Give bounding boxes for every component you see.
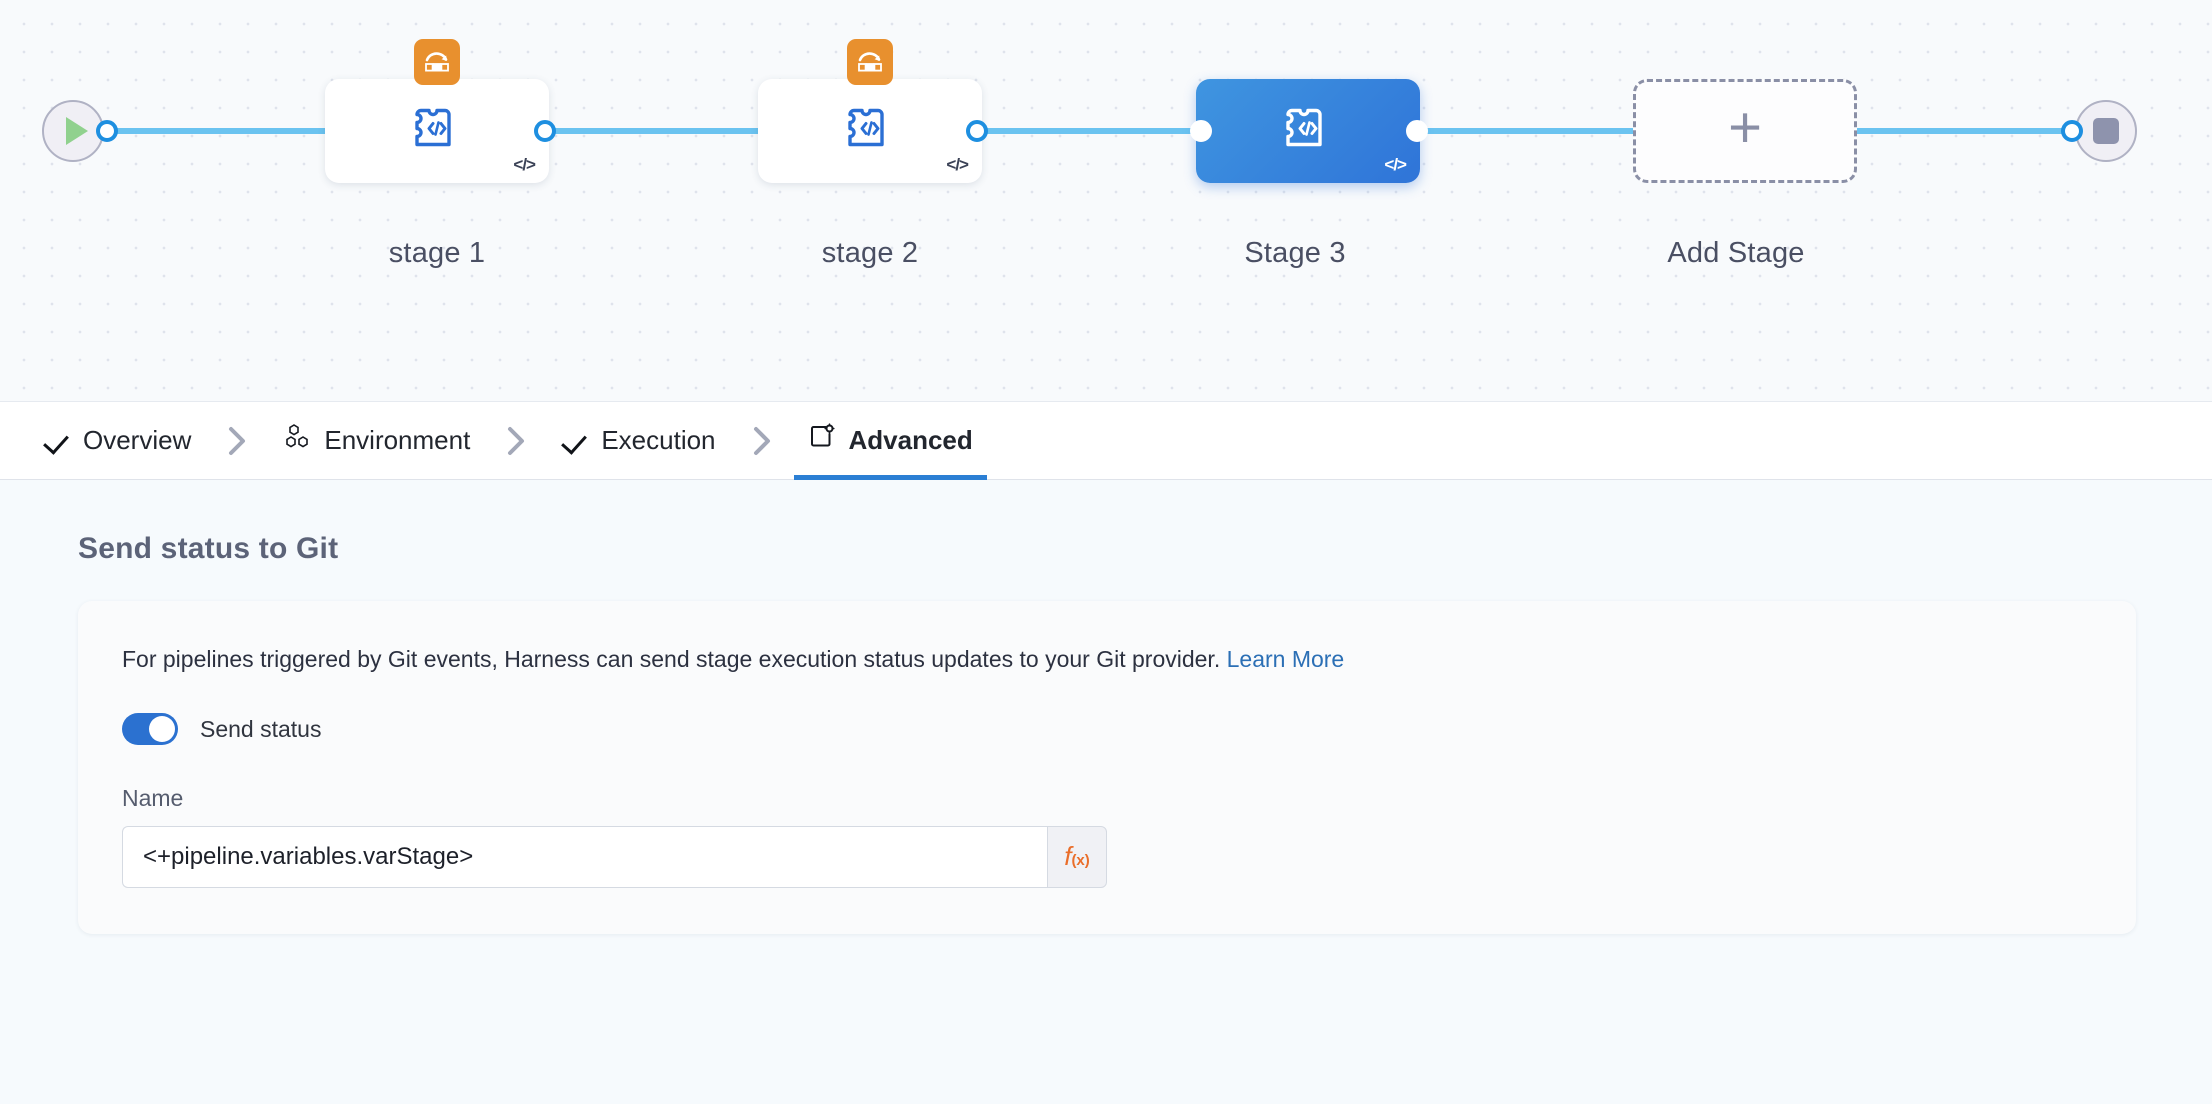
expression-fx-button[interactable]: f(x) — [1047, 826, 1107, 889]
stage-label-3: Stage 3 — [1244, 237, 1346, 269]
code-icon: </> — [946, 155, 969, 174]
tab-environment-label: Environment — [324, 425, 471, 455]
tab-execution-label: Execution — [601, 425, 716, 455]
add-stage-button[interactable]: + — [1633, 79, 1857, 183]
tab-overview-label: Overview — [83, 425, 192, 455]
stage-node-3[interactable]: </> — [1196, 79, 1420, 183]
page-title: Send status to Git — [78, 532, 339, 565]
name-field-label: Name — [122, 785, 184, 812]
add-stage-label: Add Stage — [1667, 237, 1805, 269]
puzzle-code-icon — [842, 101, 898, 162]
connector-stage3-to-addstage — [1405, 128, 1640, 134]
rollback-icon — [414, 39, 460, 85]
code-icon: </> — [1384, 155, 1407, 174]
check-icon — [562, 428, 588, 454]
connector-start-to-stage1 — [100, 128, 330, 134]
rollback-icon — [847, 39, 893, 85]
tab-advanced[interactable]: Advanced — [793, 402, 988, 480]
chevron-right-icon — [730, 424, 794, 458]
puzzle-code-icon — [1280, 101, 1336, 162]
stage-3-output-port[interactable] — [1406, 120, 1428, 142]
plus-icon: + — [1728, 95, 1762, 160]
send-status-toggle-row: Send status — [122, 713, 2092, 746]
chevron-right-icon — [205, 424, 269, 458]
pipeline-start-node[interactable] — [42, 100, 104, 162]
send-status-toggle-label: Send status — [200, 715, 322, 742]
learn-more-link[interactable]: Learn More — [1226, 646, 1345, 672]
stage-2-output-port[interactable] — [966, 120, 988, 142]
check-icon — [44, 428, 70, 454]
connector-addstage-to-end — [1845, 128, 2080, 134]
connector-stage1-to-stage2 — [545, 128, 775, 134]
send-status-card: For pipelines triggered by Git events, H… — [78, 601, 2136, 934]
square-gear-icon — [808, 423, 836, 458]
helper-text: For pipelines triggered by Git events, H… — [122, 643, 2092, 675]
stop-icon — [2093, 118, 2119, 144]
stage-node-2[interactable]: </> — [758, 39, 982, 183]
stage-node-1[interactable]: </> — [325, 39, 549, 183]
advanced-panel: Send status to Git For pipelines trigger… — [0, 480, 2212, 1104]
play-icon — [66, 117, 88, 145]
stage-1-output-port[interactable] — [534, 120, 556, 142]
chevron-right-icon — [484, 424, 548, 458]
pipeline-canvas[interactable]: </> stage 1 </> stage 2 — [0, 0, 2212, 402]
puzzle-code-icon — [409, 101, 465, 162]
stage-label-2: stage 2 — [821, 237, 919, 269]
stage-label-1: stage 1 — [388, 237, 486, 269]
tab-execution[interactable]: Execution — [548, 402, 729, 480]
code-icon: </> — [513, 155, 536, 174]
tab-overview[interactable]: Overview — [30, 402, 205, 480]
hexagon-cluster-icon — [283, 423, 311, 458]
name-input[interactable] — [122, 826, 1047, 889]
toggle-knob — [149, 716, 175, 743]
send-status-toggle[interactable] — [122, 713, 178, 746]
start-node-output-port[interactable] — [96, 120, 118, 142]
tab-advanced-label: Advanced — [848, 425, 973, 455]
name-input-group: f(x) — [122, 826, 1107, 889]
helper-text-body: For pipelines triggered by Git events, H… — [122, 646, 1221, 672]
fx-label: f — [1064, 841, 1072, 872]
fx-sub-label: (x) — [1071, 852, 1090, 870]
connector-stage2-to-stage3 — [975, 128, 1210, 134]
pipeline-end-node[interactable] — [2075, 100, 2137, 162]
end-node-input-port[interactable] — [2061, 120, 2083, 142]
name-field-group: Name f(x) — [122, 785, 2092, 889]
stage-3-input-port[interactable] — [1190, 120, 1212, 142]
tab-environment[interactable]: Environment — [269, 402, 484, 480]
stage-tab-bar: Overview Environment Execution — [0, 402, 2212, 480]
